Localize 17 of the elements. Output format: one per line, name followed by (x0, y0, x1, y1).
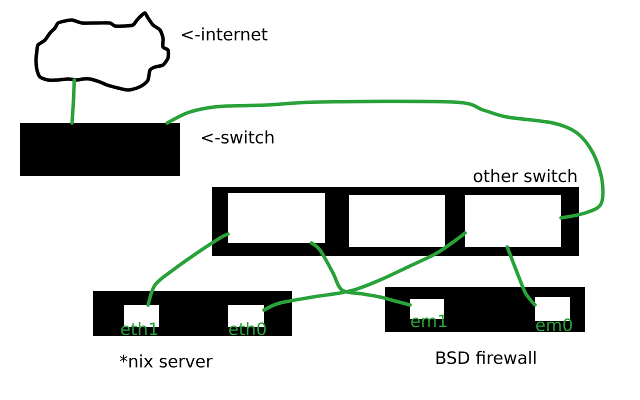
network-cable (310, 241, 412, 307)
device-box (20, 123, 180, 176)
device-label: *nix server (120, 354, 213, 368)
device-label: other switch (474, 169, 576, 182)
network-cable (146, 232, 230, 307)
network-cable (506, 245, 537, 307)
cloud-shape (34, 11, 170, 92)
device-label: BSD firewall (436, 350, 536, 364)
network-port (349, 195, 445, 247)
network-port (228, 193, 325, 243)
pointer-label: <-switch (202, 130, 274, 144)
network-cable (70, 78, 76, 125)
network-cable (165, 100, 605, 220)
network-port (465, 195, 561, 247)
network-port: em0 (535, 297, 572, 332)
network-cable (262, 231, 467, 312)
pointer-label: <-internet (182, 27, 268, 41)
